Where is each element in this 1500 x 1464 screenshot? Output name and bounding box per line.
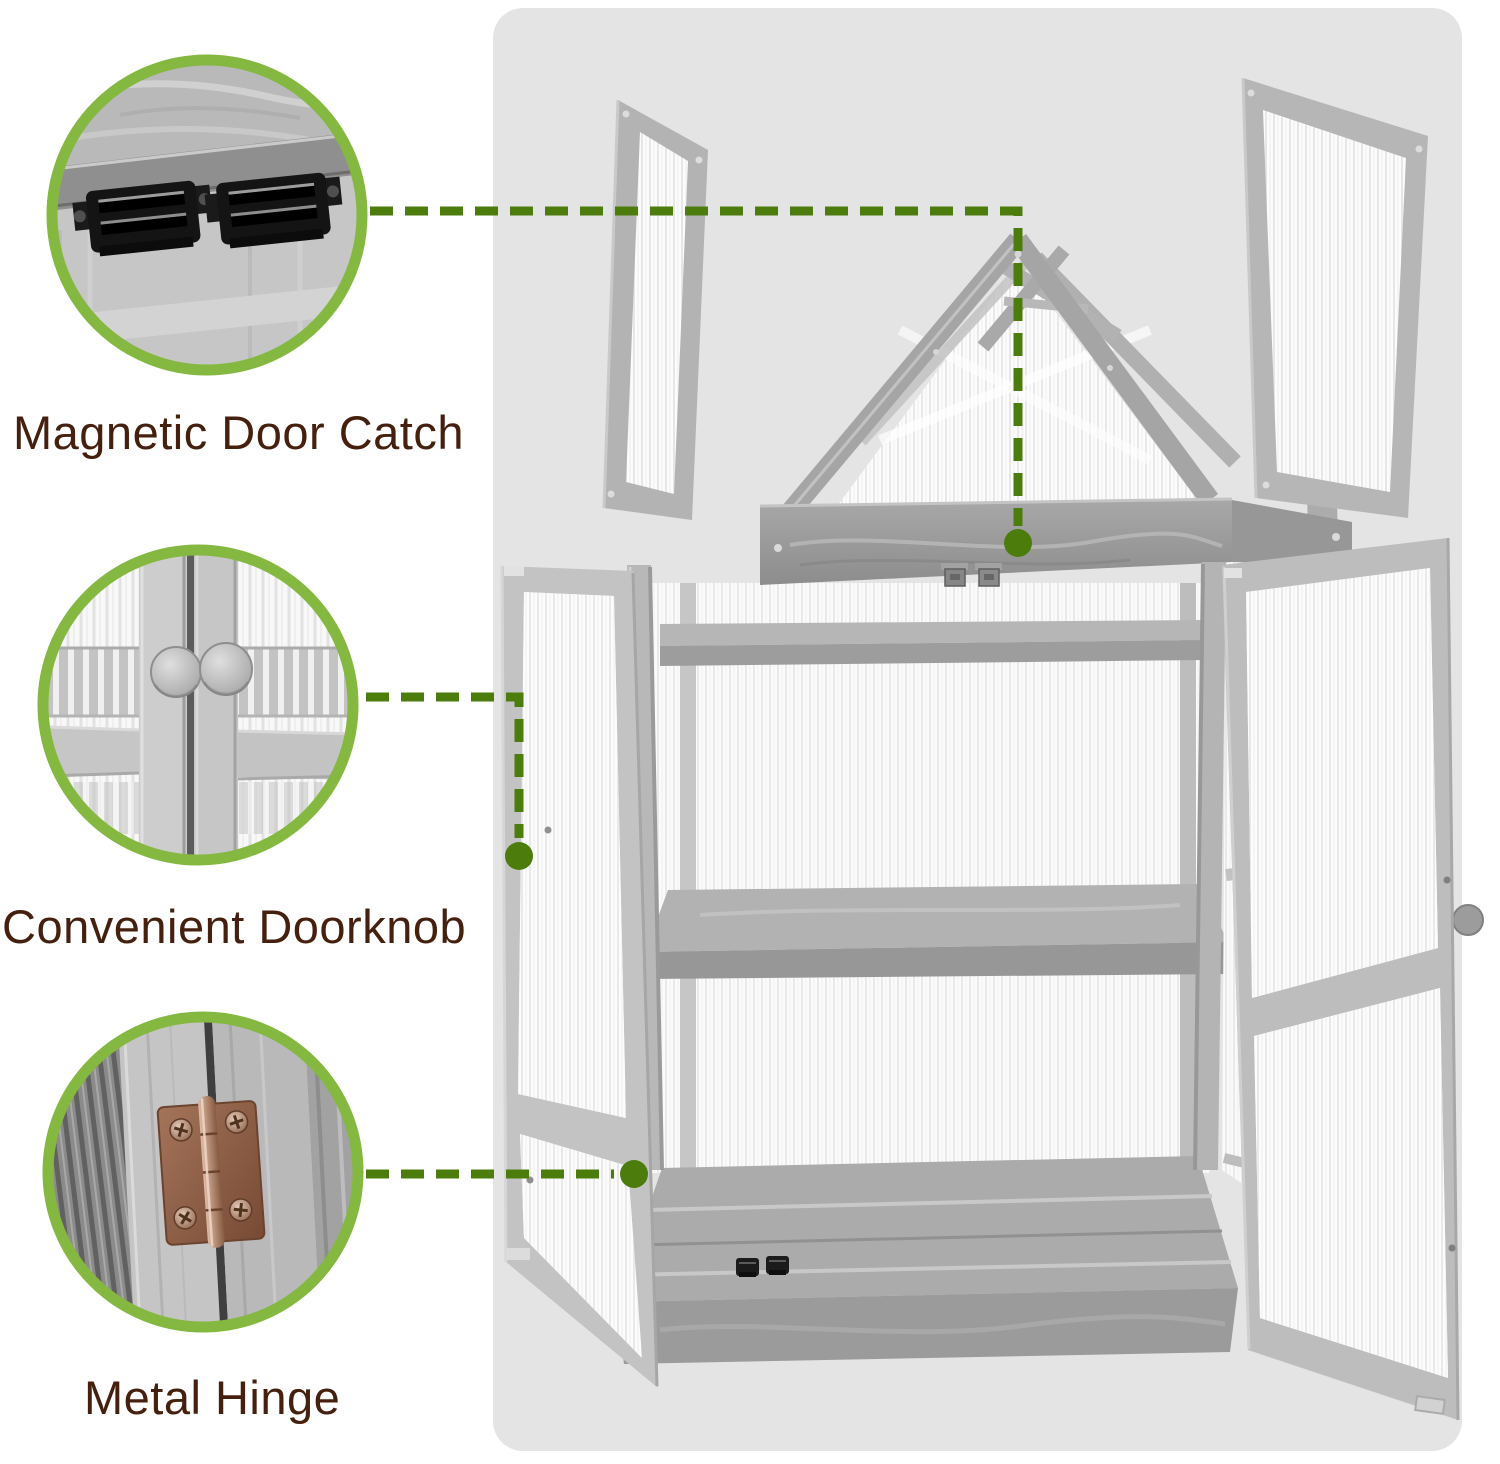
greenhouse-illustration — [500, 77, 1484, 1421]
door-gap — [187, 555, 194, 855]
magnetic-catch-right — [204, 172, 343, 249]
callout-circle-metal-hinge — [42, 1011, 364, 1333]
door-left-open — [500, 565, 659, 1388]
right-door-stile — [194, 555, 238, 855]
cabinet-interior — [616, 583, 1238, 1364]
roof-rear-left-rafter — [858, 252, 1036, 446]
leader-metal-hinge — [366, 1160, 648, 1188]
left-door-mid-rail — [48, 726, 139, 777]
base-platform — [616, 1156, 1238, 1364]
label-magnetic-door-catch: Magnetic Door Catch — [13, 406, 464, 459]
label-metal-hinge: Metal Hinge — [84, 1371, 341, 1424]
hinge — [156, 1096, 266, 1248]
top-shelf — [660, 620, 1205, 666]
top-board — [759, 497, 1352, 585]
right-door-mid-rail — [236, 730, 348, 780]
green-ring — [37, 544, 359, 866]
top-latch-hardware — [941, 563, 1002, 587]
door-hinge-plate — [1224, 568, 1242, 578]
leader-convenient-doorknob — [366, 692, 533, 870]
base-magnetic-catches — [736, 1256, 789, 1277]
metal-hinge-photo — [53, 1022, 353, 1322]
left-door-stile — [139, 555, 187, 855]
callout-circle-convenient-doorknob — [37, 544, 359, 866]
base-front-board — [616, 1288, 1238, 1364]
leader-dot — [620, 1160, 648, 1188]
label-convenient-doorknob: Convenient Doorknob — [2, 900, 467, 953]
doorknob-right-door — [1452, 904, 1484, 936]
magnetic-catch-left — [72, 180, 213, 257]
door-corner-bracket — [1414, 1394, 1446, 1416]
door-right-open — [1222, 537, 1484, 1421]
hinge-screws — [169, 1110, 253, 1230]
green-ring — [46, 54, 368, 376]
roof-front-right-rafter — [1009, 234, 1219, 506]
door-corner-bracket — [506, 1248, 530, 1260]
leader-magnetic-door-catch — [370, 206, 1032, 557]
back-post-right — [1180, 583, 1196, 1173]
callout-circle-magnetic-door-catch — [46, 54, 368, 376]
back-post-left — [680, 583, 696, 1173]
roof-window-left — [602, 99, 708, 520]
doorknob-photo — [48, 555, 348, 855]
roof-window-right — [1241, 77, 1428, 518]
leader-dot — [1004, 529, 1032, 557]
leader-dot — [505, 842, 533, 870]
middle-shelf — [645, 884, 1228, 979]
magnetic-catch-photo — [57, 65, 357, 365]
door-hinge-plate — [504, 566, 524, 576]
green-ring — [42, 1011, 364, 1333]
roof-rear-right-rafter — [1030, 252, 1241, 468]
